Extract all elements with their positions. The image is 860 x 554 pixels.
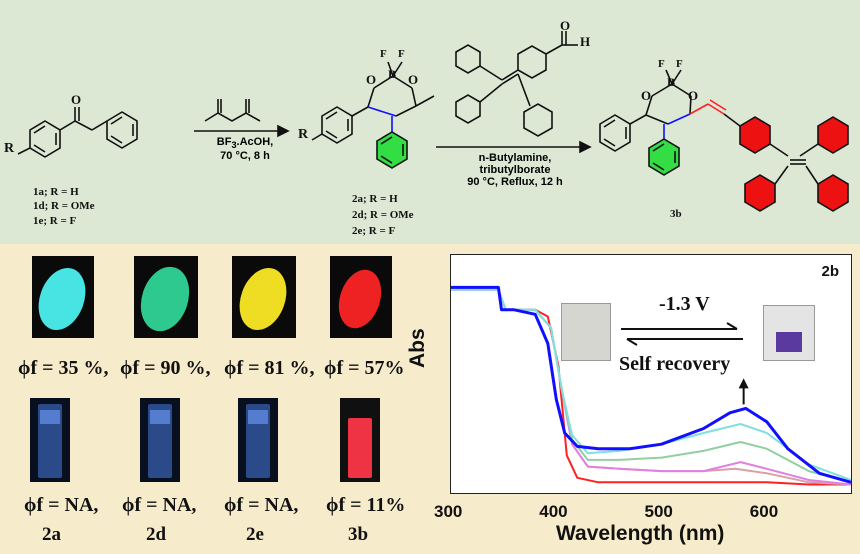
spectrum-svg	[451, 285, 851, 486]
solid-emission-4	[338, 269, 382, 329]
compound-label-2d: 2d	[146, 524, 167, 545]
x-tick-label: 300	[434, 502, 463, 521]
int-r-label: R	[298, 127, 309, 142]
reagent-1: BF3.AcOH, 70 °C, 8 h	[216, 136, 274, 163]
x-axis-label: Wavelength (nm)	[556, 522, 725, 545]
solid-emission-2	[140, 266, 190, 332]
reaction-scheme	[17, 31, 849, 212]
phi-solution-3: ϕf = NA,	[224, 494, 299, 516]
sm-ring-right	[106, 111, 138, 149]
prod-oxygen-1: O	[641, 88, 652, 103]
x-tick-label: 500	[644, 502, 673, 521]
int-oxygen-2: O	[408, 72, 419, 87]
phi-solution-1: ϕf = NA,	[24, 494, 99, 516]
int-fluorine-2: F	[398, 48, 405, 60]
increase-arrow-head	[738, 378, 749, 389]
sm-label-1d: 1d; R = OMe	[33, 200, 95, 212]
int-label-2e: 2e; R = F	[352, 225, 396, 237]
x-tick-label: 600	[749, 502, 779, 521]
prod-fluorine-1: F	[658, 58, 665, 70]
prod-ring-left	[599, 114, 631, 152]
prod-boron: B	[667, 75, 676, 89]
y-axis-label: Abs	[406, 328, 429, 368]
photo-grid	[30, 256, 392, 482]
int-label-2a: 2a; R = H	[352, 193, 398, 205]
absorption-plot: 2b -1.3 V Self recovery	[450, 254, 852, 494]
solid-emission-3	[239, 268, 287, 330]
aldehyde-h: H	[580, 34, 591, 49]
prod-oxygen-2: O	[688, 88, 699, 103]
sm-label-1e: 1e; R = F	[33, 215, 77, 227]
recovery-annotation: Self recovery	[619, 353, 731, 375]
phi-solid-4: ϕf = 57%	[324, 357, 405, 379]
switch-arrows	[621, 322, 743, 346]
x-tick-label: 400	[539, 502, 568, 521]
int-fluorine-1: F	[380, 48, 387, 60]
reaction-scheme-panel	[0, 0, 860, 244]
cuvette-photo-after	[763, 305, 815, 361]
int-oxygen-1: O	[366, 72, 377, 87]
tpe-ring-3	[744, 174, 776, 212]
prod-fluorine-2: F	[676, 58, 683, 70]
phi-solution-4: ϕf = 11%	[326, 494, 406, 516]
tpe-ring-1	[739, 116, 771, 154]
int-label-2d: 2d; R = OMe	[352, 209, 414, 221]
compound-label-2a: 2a	[42, 524, 61, 545]
phi-solid-1: ϕf = 35 %,	[18, 357, 109, 379]
panel-label: 2b	[821, 263, 839, 280]
phi-solid-3: ϕf = 81 %,	[224, 357, 315, 379]
compound-label-2e: 2e	[246, 524, 264, 545]
phi-solution-2: ϕf = NA,	[122, 494, 197, 516]
tpe-ring-2	[817, 116, 849, 154]
sm-r-label: R	[4, 141, 15, 156]
tpe-ring-4	[817, 174, 849, 212]
solid-emission-1	[38, 268, 86, 330]
int-boron: B	[388, 67, 397, 81]
spectrum-series-6	[451, 285, 851, 484]
reagent-2: n-Butylamine, tributylborate 90 °C, Refl…	[467, 152, 563, 188]
phi-solid-2: ϕf = 90 %,	[120, 357, 211, 379]
vial-4	[348, 418, 372, 478]
sm-label-1a: 1a; R = H	[33, 186, 79, 198]
aldehyde-o: O	[560, 18, 571, 33]
spectrum-series-5	[451, 288, 851, 481]
voltage-annotation: -1.3 V	[659, 293, 710, 315]
product-label: 3b	[670, 208, 682, 220]
sm-oxygen: O	[71, 92, 82, 107]
cuvette-photo-before	[561, 303, 611, 361]
compound-label-3b: 3b	[348, 524, 369, 545]
